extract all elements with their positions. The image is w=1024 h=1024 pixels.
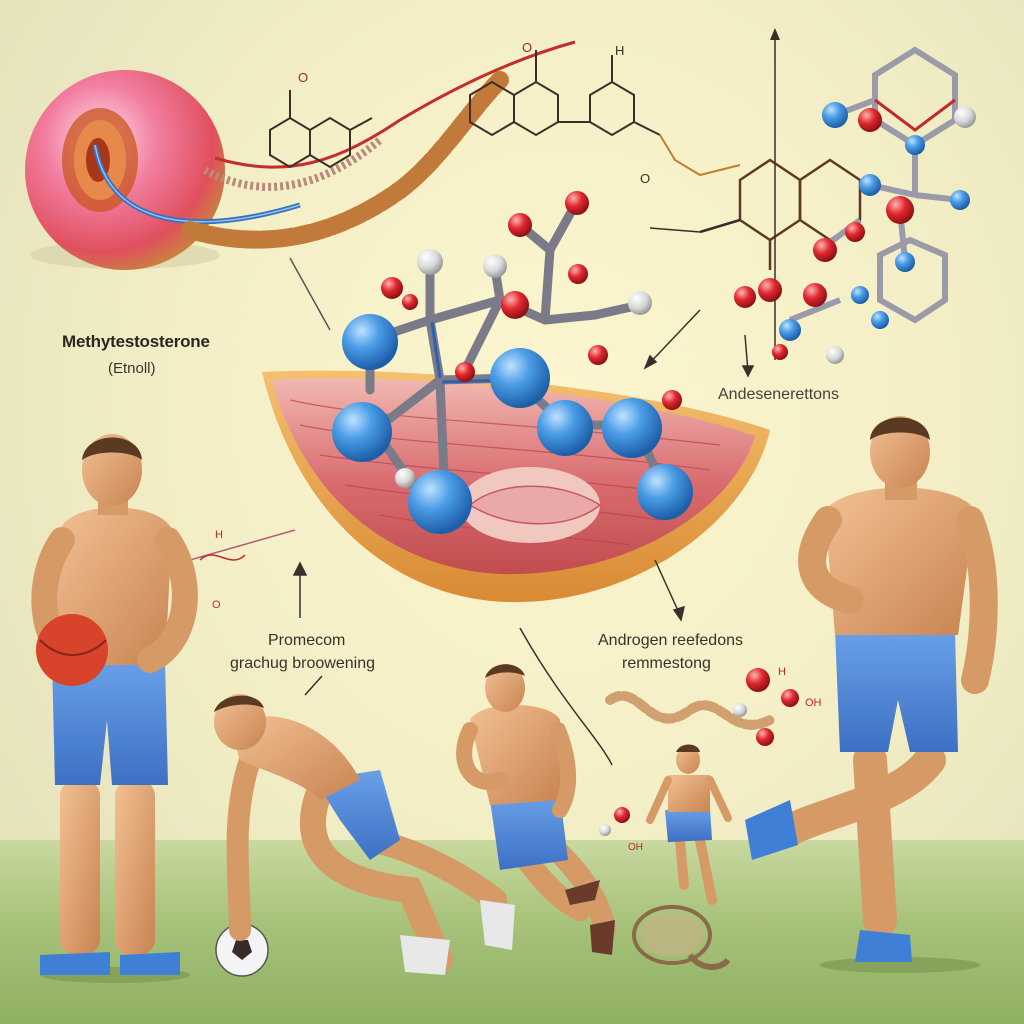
hydrogen-label: H	[615, 43, 624, 58]
structural-formula-top	[269, 50, 741, 177]
right-upper-label: Andesenerettons	[718, 386, 839, 403]
left-middle-label-line1: Promecom	[268, 632, 346, 649]
oxygen-label: O	[522, 40, 532, 55]
athlete-walking-right	[745, 416, 998, 973]
athlete-crouching	[214, 694, 515, 977]
small-molecule-left: H O	[199, 529, 246, 611]
compound-name-label: Methytestosterone	[62, 332, 210, 351]
pointer-arrows	[189, 309, 755, 766]
right-middle-label-line1: Androgen reefedons	[598, 632, 743, 649]
oxygen-label: O	[298, 70, 308, 85]
athlete-background	[632, 744, 732, 970]
molecule-center	[332, 191, 693, 534]
athlete-standing-left	[31, 434, 198, 983]
compound-sub-label: (Etnoll)	[108, 360, 156, 377]
dna-strand	[181, 40, 576, 331]
right-middle-label-line2: remmestong	[622, 655, 711, 672]
hydrogen-label: H	[215, 529, 223, 541]
helix-molecule-right: H OH OH	[599, 666, 822, 853]
oxygen-letters-top: O O H O	[298, 40, 650, 186]
oxygen-label: O	[640, 171, 650, 186]
hydroxyl-label: OH	[805, 697, 822, 709]
cell-sphere	[25, 70, 301, 270]
athlete-running-center	[456, 664, 616, 955]
left-middle-label-line2: grachug broowening	[230, 655, 375, 672]
hydroxyl-label: OH	[628, 842, 643, 853]
oxygen-label: O	[212, 599, 221, 611]
structural-formula-right	[649, 28, 862, 360]
molecule-right	[734, 46, 976, 364]
hydrogen-label: H	[778, 666, 786, 678]
